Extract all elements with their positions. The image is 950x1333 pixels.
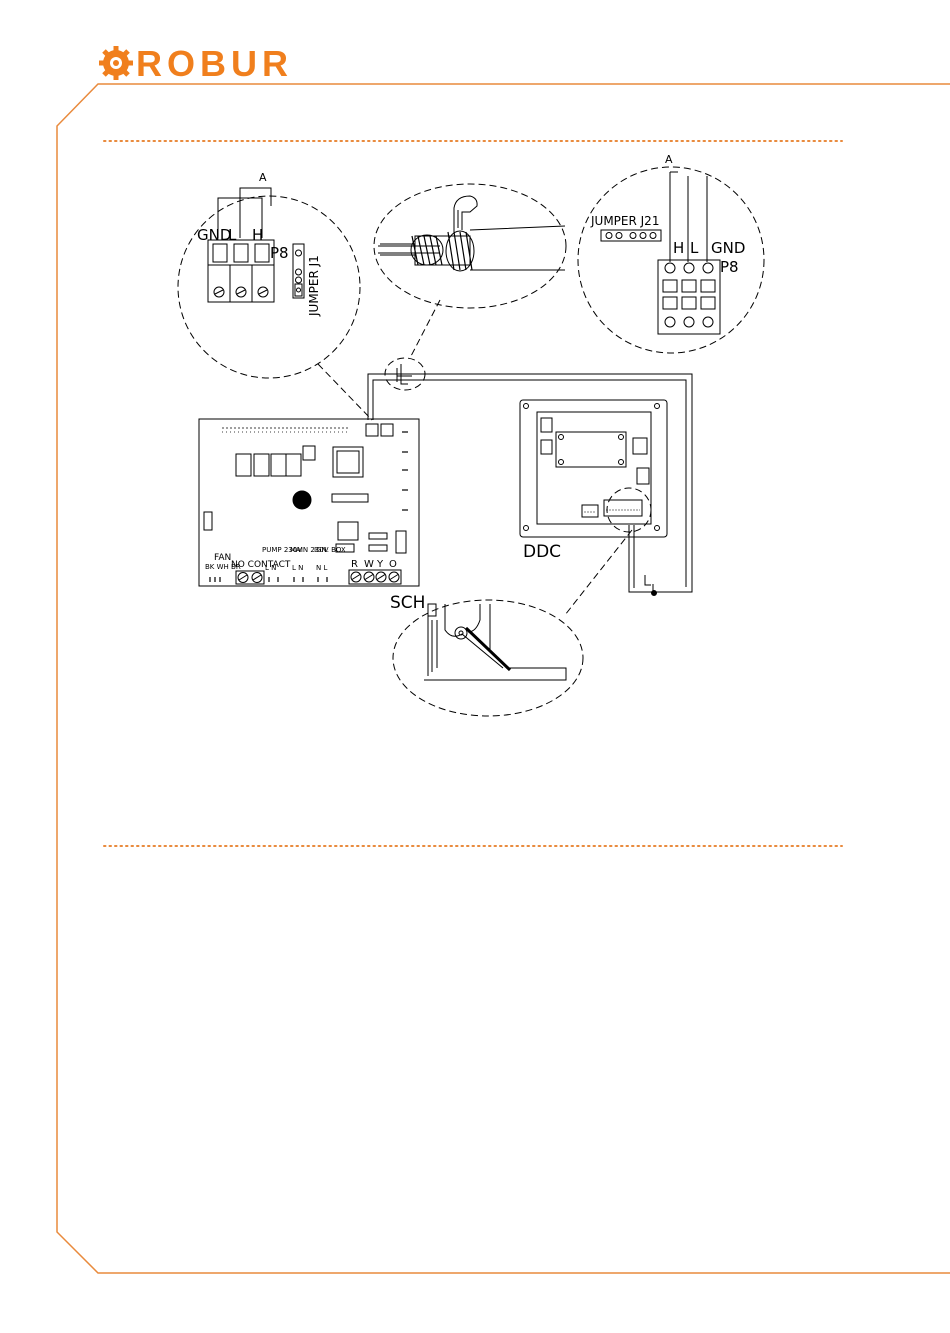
label-l-ddc: L bbox=[690, 239, 699, 257]
cable-clamp-detail bbox=[374, 184, 566, 308]
wiring-diagram: A GND L H P8 bbox=[178, 153, 764, 716]
robur-logo: ROBUR bbox=[99, 43, 293, 84]
label-l: L bbox=[228, 226, 237, 244]
screw-terminal-icon bbox=[351, 572, 399, 582]
label-sch: SCH bbox=[390, 593, 425, 613]
label-terminal-o: O bbox=[389, 559, 397, 570]
label-pump-ln: L N bbox=[265, 564, 276, 572]
label-terminal-w: W bbox=[364, 559, 374, 570]
page-frame bbox=[57, 84, 950, 1273]
label-gnd-ddc: GND bbox=[711, 239, 745, 257]
label-jumper-j1: JUMPER J1 bbox=[307, 255, 321, 317]
label-fan: FAN bbox=[214, 553, 231, 563]
label-no-contact: NO CONTACT bbox=[231, 560, 291, 570]
cable-earth-detail bbox=[393, 600, 583, 716]
ddc-connector-detail: A JUMPER J21 H L GND P8 bbox=[578, 153, 764, 353]
label-ddc: DDC bbox=[523, 542, 561, 562]
sch-connector-detail: A GND L H P8 bbox=[178, 171, 360, 378]
label-h: H bbox=[252, 226, 263, 244]
label-p8-right: P8 bbox=[720, 258, 739, 276]
label-ign-nl: N L bbox=[316, 564, 327, 572]
screw-terminal-icon bbox=[238, 573, 262, 583]
label-terminal-y: Y bbox=[376, 559, 384, 570]
brand-wordmark: ROBUR bbox=[136, 43, 293, 84]
label-jumper-j21: JUMPER J21 bbox=[590, 214, 659, 228]
label-a-right: A bbox=[665, 153, 673, 166]
buzzer bbox=[293, 491, 311, 509]
label-h-ddc: H bbox=[673, 239, 684, 257]
seven-segment-display bbox=[236, 454, 301, 476]
label-gnd: GND bbox=[197, 226, 231, 244]
leader-sch-detail bbox=[318, 364, 372, 420]
screw-terminal-icon bbox=[214, 287, 268, 297]
label-terminal-r: R bbox=[351, 559, 358, 570]
board-labels: FAN BK WH BR NO CONTACT PUMP 230V L N MA… bbox=[205, 542, 561, 613]
label-a-left: A bbox=[259, 171, 267, 184]
label-main-ln: L N bbox=[292, 564, 303, 572]
ddc-panel bbox=[520, 400, 667, 537]
label-p8-left: P8 bbox=[270, 244, 289, 262]
label-ign-box: IGN. BOX bbox=[314, 546, 346, 554]
leader-clamp-detail bbox=[410, 300, 440, 358]
gear-icon bbox=[99, 46, 133, 80]
leader-bottom-detail bbox=[565, 530, 632, 615]
